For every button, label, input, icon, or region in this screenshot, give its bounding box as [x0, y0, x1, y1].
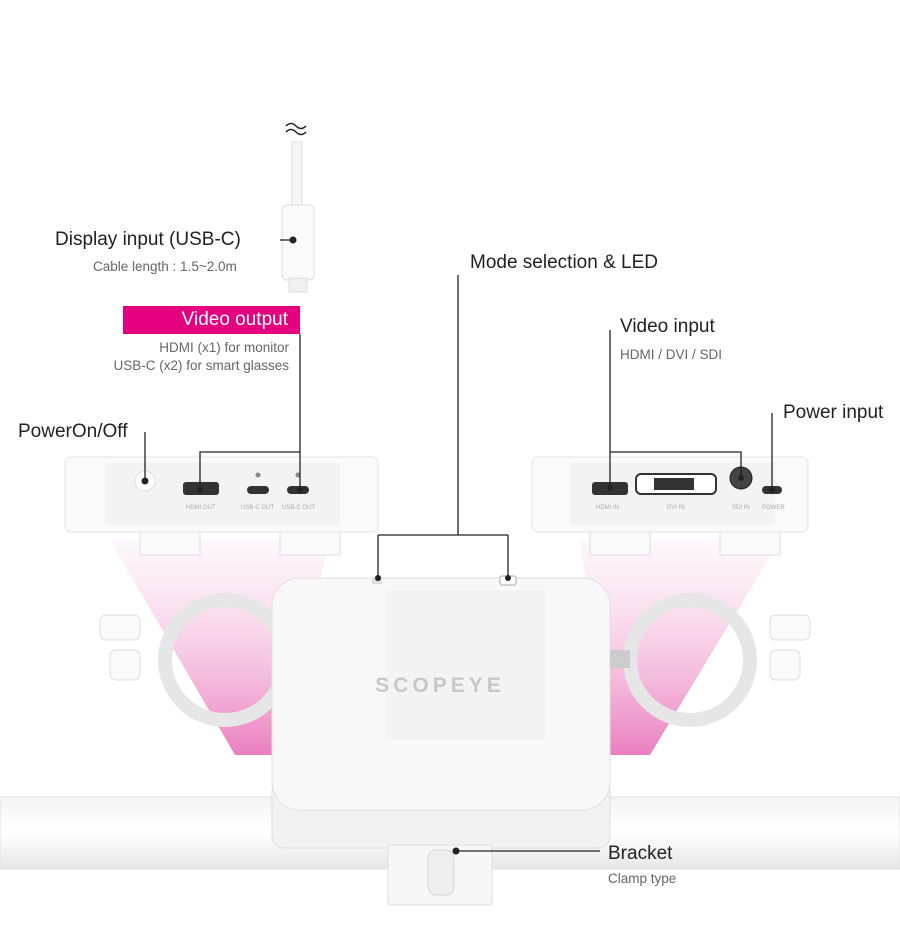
usbc-connector — [281, 204, 315, 281]
label-video-input: Video input — [620, 316, 715, 337]
leader-dots — [141, 236, 775, 855]
label-bracket-type: Clamp type — [608, 871, 677, 886]
cable-wave-icon — [285, 122, 307, 136]
output-unit: HDMI OUT USB-C OUT USB-C OUT — [64, 456, 379, 533]
port-label: USB-C OUT — [241, 505, 274, 511]
port-label: POWER — [762, 505, 785, 511]
port-label: USB-C OUT — [282, 505, 315, 511]
port-label: HDMI OUT — [186, 505, 216, 511]
usbc-out-port-1 — [247, 486, 269, 494]
input-unit: HDMI IN DVI IN SDI IN POWER — [531, 456, 809, 533]
label-video-output-hdmi: HDMI (x1) for monitor — [159, 340, 289, 355]
cable — [291, 141, 303, 213]
port-label: HDMI IN — [596, 505, 619, 511]
label-video-output-usbc: USB-C (x2) for smart glasses — [113, 358, 289, 373]
label-video-output: Video output — [123, 306, 300, 334]
brand-logo: SCOPEYE — [375, 674, 505, 697]
leader-lines — [144, 239, 773, 852]
label-power-input: Power input — [783, 402, 884, 423]
port-label: DVI IN — [667, 505, 685, 511]
label-power-onoff: PowerOn/Off — [18, 421, 128, 442]
label-video-input-types: HDMI / DVI / SDI — [620, 347, 723, 362]
label-mode-selection: Mode selection & LED — [470, 252, 658, 273]
projection-right — [580, 540, 780, 755]
label-bracket: Bracket — [608, 843, 673, 864]
port-label: SDI IN — [732, 505, 750, 511]
label-cable-length: Cable length : 1.5~2.0m — [93, 259, 237, 274]
label-display-input: Display input (USB-C) — [55, 229, 241, 250]
